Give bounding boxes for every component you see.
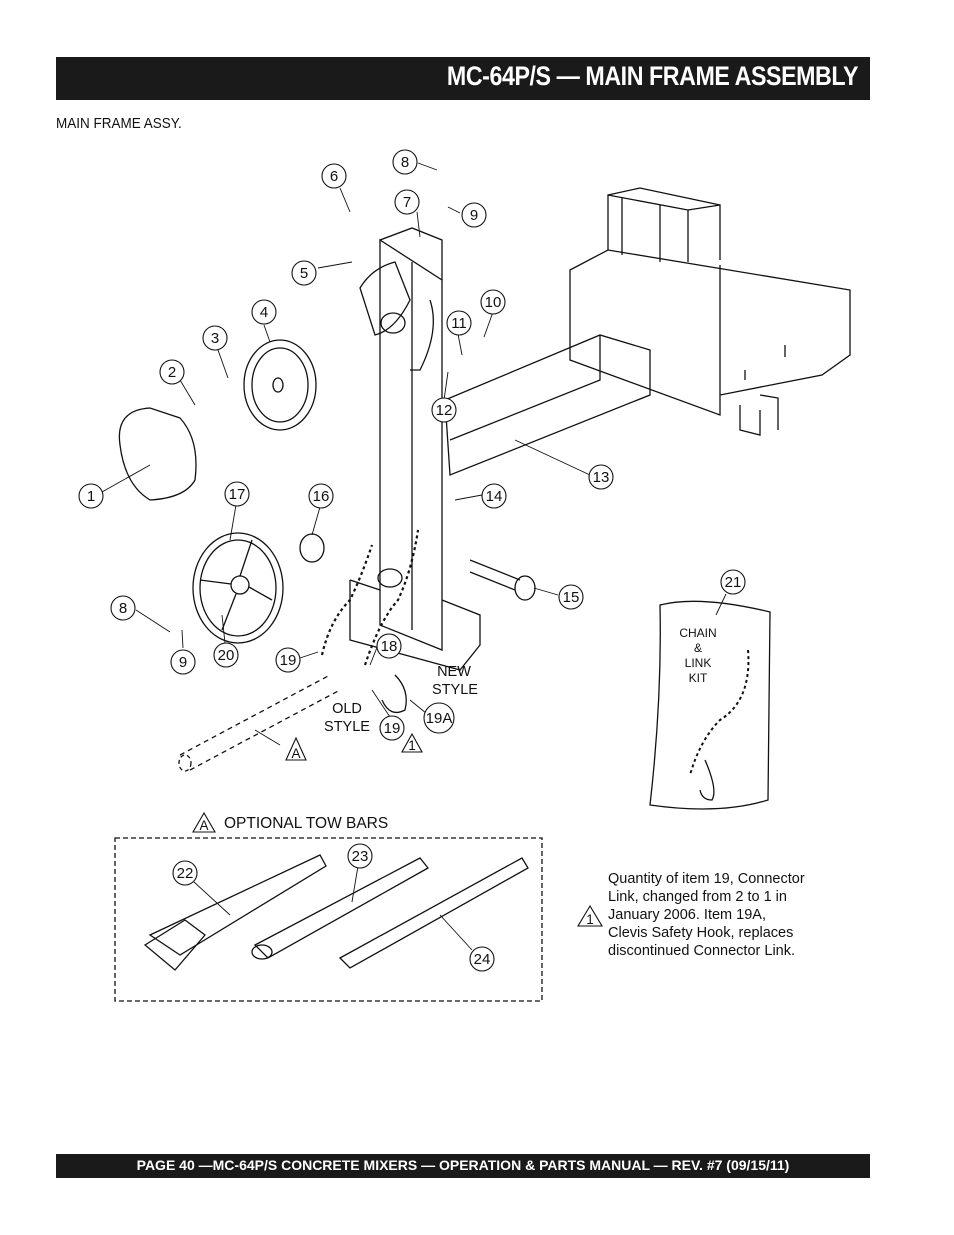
gear-cover xyxy=(118,407,197,501)
callout-21 xyxy=(720,569,746,595)
old-style-label-2: STYLE xyxy=(324,719,370,735)
gear xyxy=(243,339,317,431)
callout-23 xyxy=(347,843,373,869)
callout-12 xyxy=(431,397,457,423)
svg-text:6: 6 xyxy=(330,168,338,185)
callout-6 xyxy=(321,163,347,189)
svg-text:10: 10 xyxy=(485,294,502,311)
kit-label-3: LINK xyxy=(685,656,712,670)
svg-text:12: 12 xyxy=(436,402,453,419)
svg-text:19: 19 xyxy=(280,652,297,669)
page-footer: PAGE 40 —MC-64P/S CONCRETE MIXERS — OPER… xyxy=(56,1154,870,1178)
kit-label-4: KIT xyxy=(689,671,708,685)
callout-5 xyxy=(291,260,317,286)
page-title: MC-64P/S — MAIN FRAME ASSEMBLY xyxy=(446,61,859,91)
tongue-beam xyxy=(444,334,651,476)
callout-8a xyxy=(392,149,418,175)
svg-text:24: 24 xyxy=(474,951,491,968)
svg-text:1: 1 xyxy=(408,738,416,753)
callout-numbers: 1 2 3 4 5 6 7 8 9 10 11 12 13 14 15 16 1… xyxy=(87,154,742,968)
vertical-post xyxy=(349,227,481,671)
callout-1 xyxy=(78,483,104,509)
svg-text:A: A xyxy=(291,746,300,761)
svg-text:5: 5 xyxy=(300,265,308,282)
svg-text:2: 2 xyxy=(168,364,176,381)
svg-text:13: 13 xyxy=(593,469,610,486)
svg-text:14: 14 xyxy=(486,488,503,505)
svg-text:1: 1 xyxy=(586,912,594,927)
svg-text:19A: 19A xyxy=(426,710,453,727)
note-line: January 2006. Item 19A, xyxy=(608,907,766,923)
callout-15 xyxy=(558,584,584,610)
note-triangle xyxy=(577,904,603,927)
page-header: MC-64P/S — MAIN FRAME ASSEMBLY xyxy=(56,57,870,100)
note-line: Quantity of item 19, Connector xyxy=(608,871,805,887)
callout-4 xyxy=(251,299,277,325)
callout-16 xyxy=(308,483,334,509)
svg-text:1: 1 xyxy=(87,488,95,505)
svg-text:19: 19 xyxy=(384,720,401,737)
svg-text:22: 22 xyxy=(177,865,194,882)
old-style-label-1: OLD xyxy=(332,701,362,717)
callout-2 xyxy=(159,359,185,385)
callout-19a xyxy=(275,647,301,673)
svg-text:21: 21 xyxy=(725,574,742,591)
chain-kit-card xyxy=(649,600,771,810)
callout-3 xyxy=(202,325,228,351)
callout-7 xyxy=(394,189,420,215)
callouts xyxy=(78,149,746,972)
svg-text:3: 3 xyxy=(211,330,219,347)
trailer-body xyxy=(569,187,851,436)
callout-10 xyxy=(480,289,506,315)
svg-text:9: 9 xyxy=(179,654,187,671)
svg-text:8: 8 xyxy=(401,154,409,171)
callout-11 xyxy=(446,310,472,336)
callout-13 xyxy=(588,464,614,490)
svg-text:A: A xyxy=(199,818,208,833)
new-style-label-2: STYLE xyxy=(432,682,478,698)
hand-wheel xyxy=(192,532,284,644)
callout-18 xyxy=(376,633,402,659)
callout-19b xyxy=(379,715,405,741)
note-line: Link, changed from 2 to 1 in xyxy=(608,889,787,905)
svg-text:16: 16 xyxy=(313,488,330,505)
svg-text:4: 4 xyxy=(260,304,268,321)
svg-text:23: 23 xyxy=(352,848,369,865)
svg-text:15: 15 xyxy=(563,589,580,606)
callout-9b xyxy=(170,649,196,675)
footer-text: PAGE 40 —MC-64P/S CONCRETE MIXERS — OPER… xyxy=(136,1157,790,1173)
callout-22 xyxy=(172,860,198,886)
svg-text:7: 7 xyxy=(403,194,411,211)
svg-text:9: 9 xyxy=(470,207,478,224)
callout-20 xyxy=(213,642,239,668)
callout-14 xyxy=(481,483,507,509)
tow-bars-triangle xyxy=(192,811,216,833)
svg-text:17: 17 xyxy=(229,486,246,503)
revision-note: Quantity of item 19, Connector Link, cha… xyxy=(608,870,848,960)
triangle-a-marker xyxy=(285,736,307,761)
kit-label-1: CHAIN xyxy=(679,626,716,640)
callout-19A xyxy=(423,702,455,734)
callout-17 xyxy=(224,481,250,507)
note-line: discontinued Connector Link. xyxy=(608,943,796,959)
svg-text:20: 20 xyxy=(218,647,235,664)
triangle-1-marker xyxy=(401,732,423,753)
new-style-label-1: NEW xyxy=(437,664,471,680)
svg-text:18: 18 xyxy=(381,638,398,655)
callout-9a xyxy=(461,202,487,228)
callout-8b xyxy=(110,595,136,621)
note-line: Clevis Safety Hook, replaces xyxy=(608,925,794,941)
kit-label-2: & xyxy=(694,641,702,655)
svg-text:11: 11 xyxy=(451,315,467,332)
section-subtitle: MAIN FRAME ASSY. xyxy=(56,115,182,132)
svg-text:8: 8 xyxy=(119,600,127,617)
callout-24 xyxy=(469,946,495,972)
tow-bars-title: OPTIONAL TOW BARS xyxy=(224,815,388,832)
